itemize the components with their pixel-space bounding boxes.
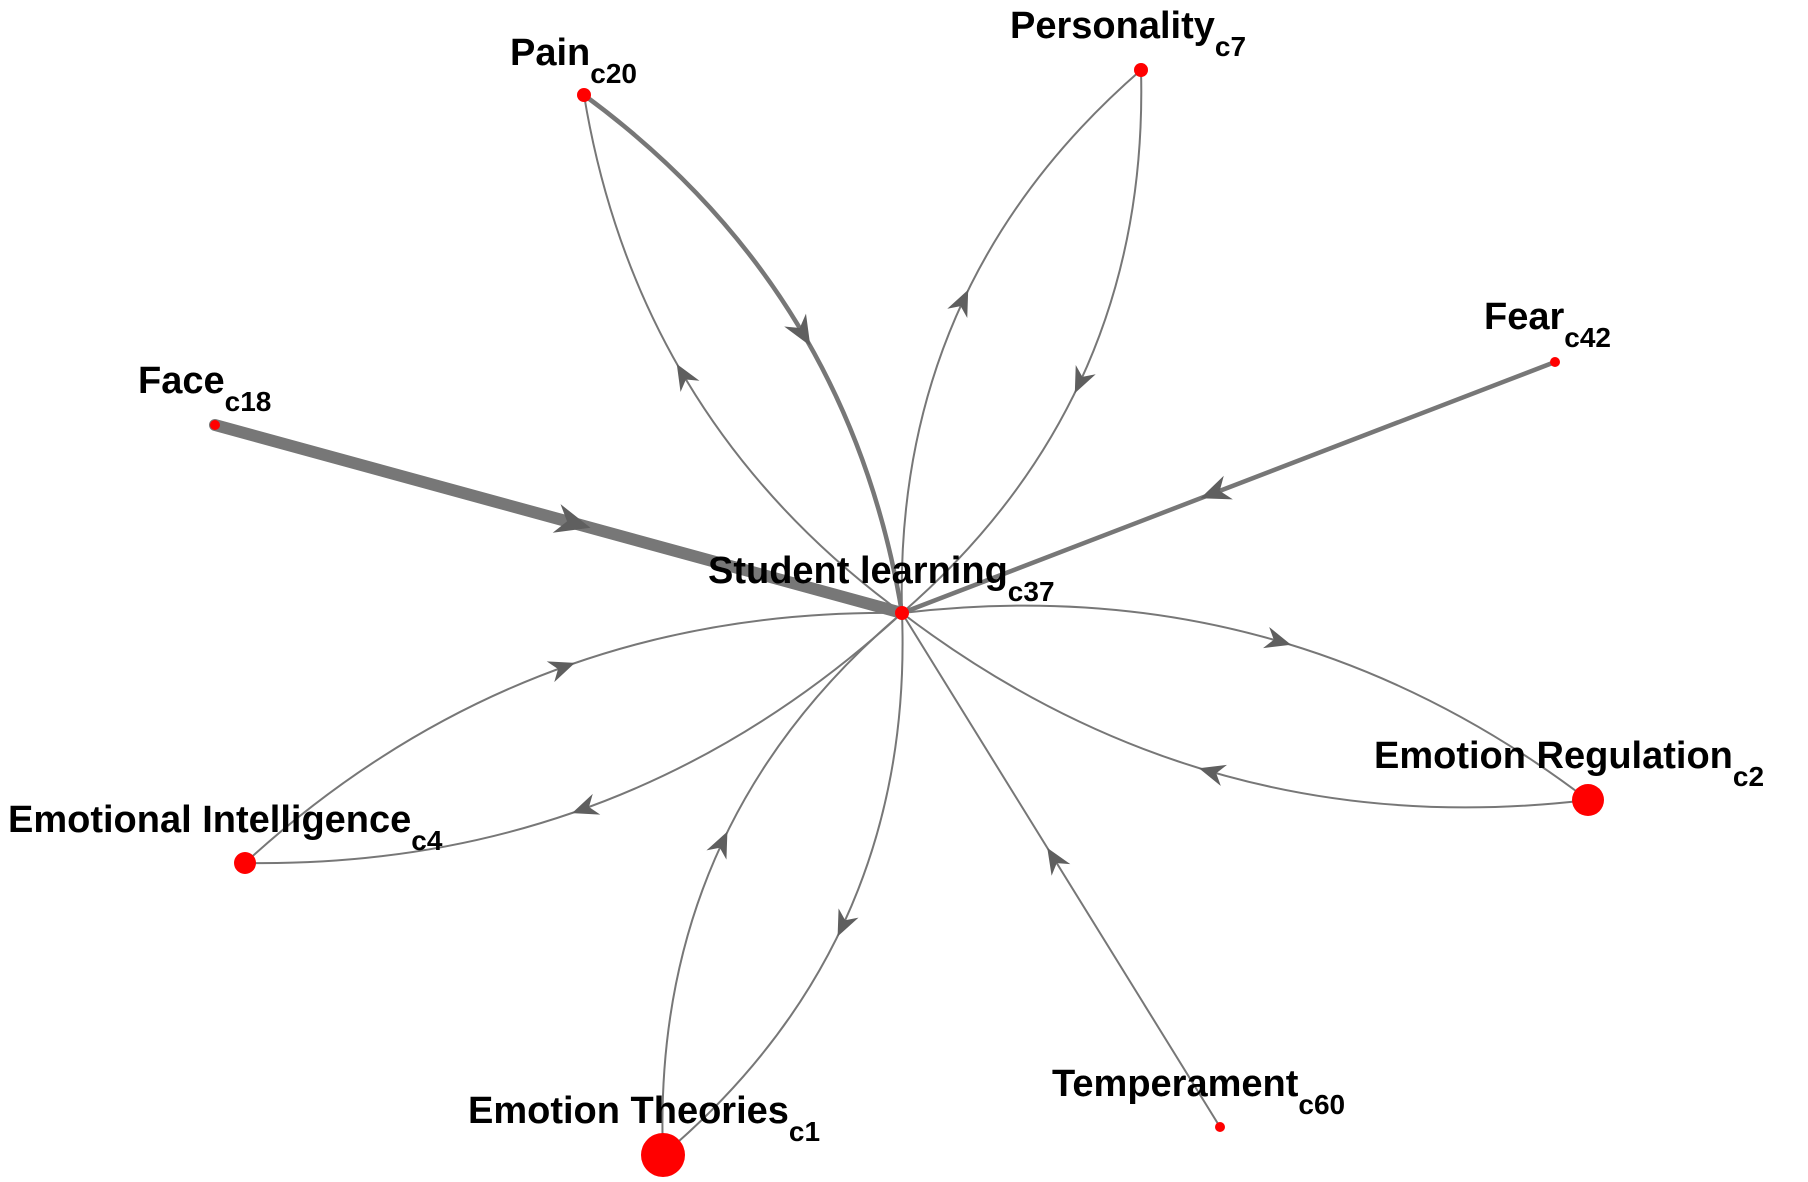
node-cluster-id: c1 bbox=[789, 1116, 820, 1147]
node-cluster-id: c2 bbox=[1733, 761, 1764, 792]
node-label-c42: Fearc42 bbox=[1484, 296, 1611, 353]
node-c37[interactable] bbox=[895, 606, 909, 620]
node-label-c37: Student learningc37 bbox=[708, 550, 1055, 607]
node-label-c1: Emotion Theoriesc1 bbox=[468, 1090, 820, 1147]
edge-arrowhead bbox=[1263, 626, 1292, 649]
node-name: Personality bbox=[1010, 5, 1215, 47]
edge-c37-to-c7 bbox=[900, 69, 1142, 614]
node-label-c7: Personalityc7 bbox=[1010, 5, 1246, 62]
node-name: Temperament bbox=[1052, 1063, 1299, 1105]
edge-arrowhead bbox=[706, 831, 728, 860]
nodes-layer bbox=[210, 63, 1604, 1177]
edge-arrowhead bbox=[1200, 475, 1233, 500]
edge-c37-to-c4 bbox=[244, 612, 903, 865]
edge-c7-to-c37 bbox=[901, 69, 1143, 614]
edge-line bbox=[901, 604, 1589, 801]
edge-arrowhead bbox=[1047, 847, 1071, 876]
node-cluster-id: c4 bbox=[411, 825, 443, 856]
node-name: Emotional Intelligence bbox=[8, 799, 411, 841]
node-c7[interactable] bbox=[1134, 63, 1148, 77]
node-cluster-id: c7 bbox=[1215, 31, 1246, 62]
edge-c37-to-c1 bbox=[662, 612, 904, 1156]
edge-line bbox=[662, 612, 904, 1156]
node-c18[interactable] bbox=[210, 420, 220, 430]
edge-line bbox=[583, 94, 903, 614]
node-cluster-id: c42 bbox=[1564, 322, 1611, 353]
edge-arrowhead bbox=[546, 661, 575, 683]
node-c42[interactable] bbox=[1550, 357, 1560, 367]
node-name: Fear bbox=[1484, 296, 1564, 338]
node-cluster-id: c18 bbox=[225, 386, 272, 417]
node-label-c2: Emotion Regulationc2 bbox=[1374, 735, 1764, 792]
edge-line bbox=[899, 359, 1558, 616]
edge-line bbox=[581, 92, 905, 616]
edge-arrowhead bbox=[676, 363, 700, 392]
node-label-c60: Temperamentc60 bbox=[1052, 1063, 1345, 1120]
edge-line bbox=[661, 612, 903, 1156]
node-name: Student learning bbox=[708, 550, 1008, 592]
edge-c4-to-c37 bbox=[244, 611, 903, 864]
edge-arrowhead bbox=[947, 289, 969, 318]
edge-line bbox=[901, 612, 1589, 809]
edge-c1-to-c37 bbox=[661, 612, 903, 1156]
edge-arrowhead bbox=[784, 313, 811, 346]
edge-c2-to-c37 bbox=[901, 612, 1589, 809]
node-cluster-id: c37 bbox=[1008, 576, 1055, 607]
edge-arrowhead bbox=[837, 908, 859, 937]
node-name: Emotion Regulation bbox=[1374, 735, 1733, 777]
edge-line bbox=[209, 419, 908, 619]
edges-layer bbox=[209, 69, 1589, 1156]
edge-c20-to-c37 bbox=[581, 92, 905, 616]
node-name: Pain bbox=[510, 32, 590, 74]
node-label-c20: Painc20 bbox=[510, 32, 637, 89]
node-c1[interactable] bbox=[641, 1133, 685, 1177]
node-name: Face bbox=[138, 360, 225, 402]
edge-line bbox=[901, 612, 1221, 1128]
edge-line bbox=[900, 69, 1142, 614]
edge-line bbox=[244, 612, 903, 865]
node-c2[interactable] bbox=[1572, 784, 1604, 816]
node-c60[interactable] bbox=[1215, 1122, 1225, 1132]
node-label-c4: Emotional Intelligencec4 bbox=[8, 799, 443, 856]
edge-arrowhead bbox=[1198, 764, 1227, 787]
node-c4[interactable] bbox=[234, 852, 256, 874]
edge-arrowhead bbox=[572, 793, 601, 815]
edge-arrowhead bbox=[552, 504, 591, 533]
edge-c37-to-c20 bbox=[583, 94, 903, 614]
edge-line bbox=[901, 69, 1143, 614]
node-label-c18: Facec18 bbox=[138, 360, 271, 417]
edge-arrowhead bbox=[1074, 365, 1096, 394]
edge-c37-to-c2 bbox=[901, 604, 1589, 801]
edge-c18-to-c37 bbox=[209, 419, 908, 619]
node-cluster-id: c60 bbox=[1298, 1089, 1345, 1120]
labels-layer: Student learningc37 Painc20 Personalityc7F… bbox=[8, 5, 1764, 1147]
node-name: Emotion Theories bbox=[468, 1090, 789, 1132]
node-c20[interactable] bbox=[577, 88, 591, 102]
edge-c60-to-c37 bbox=[901, 612, 1221, 1128]
edge-c42-to-c37 bbox=[899, 359, 1558, 616]
node-cluster-id: c20 bbox=[590, 58, 637, 89]
edge-line bbox=[244, 611, 903, 864]
